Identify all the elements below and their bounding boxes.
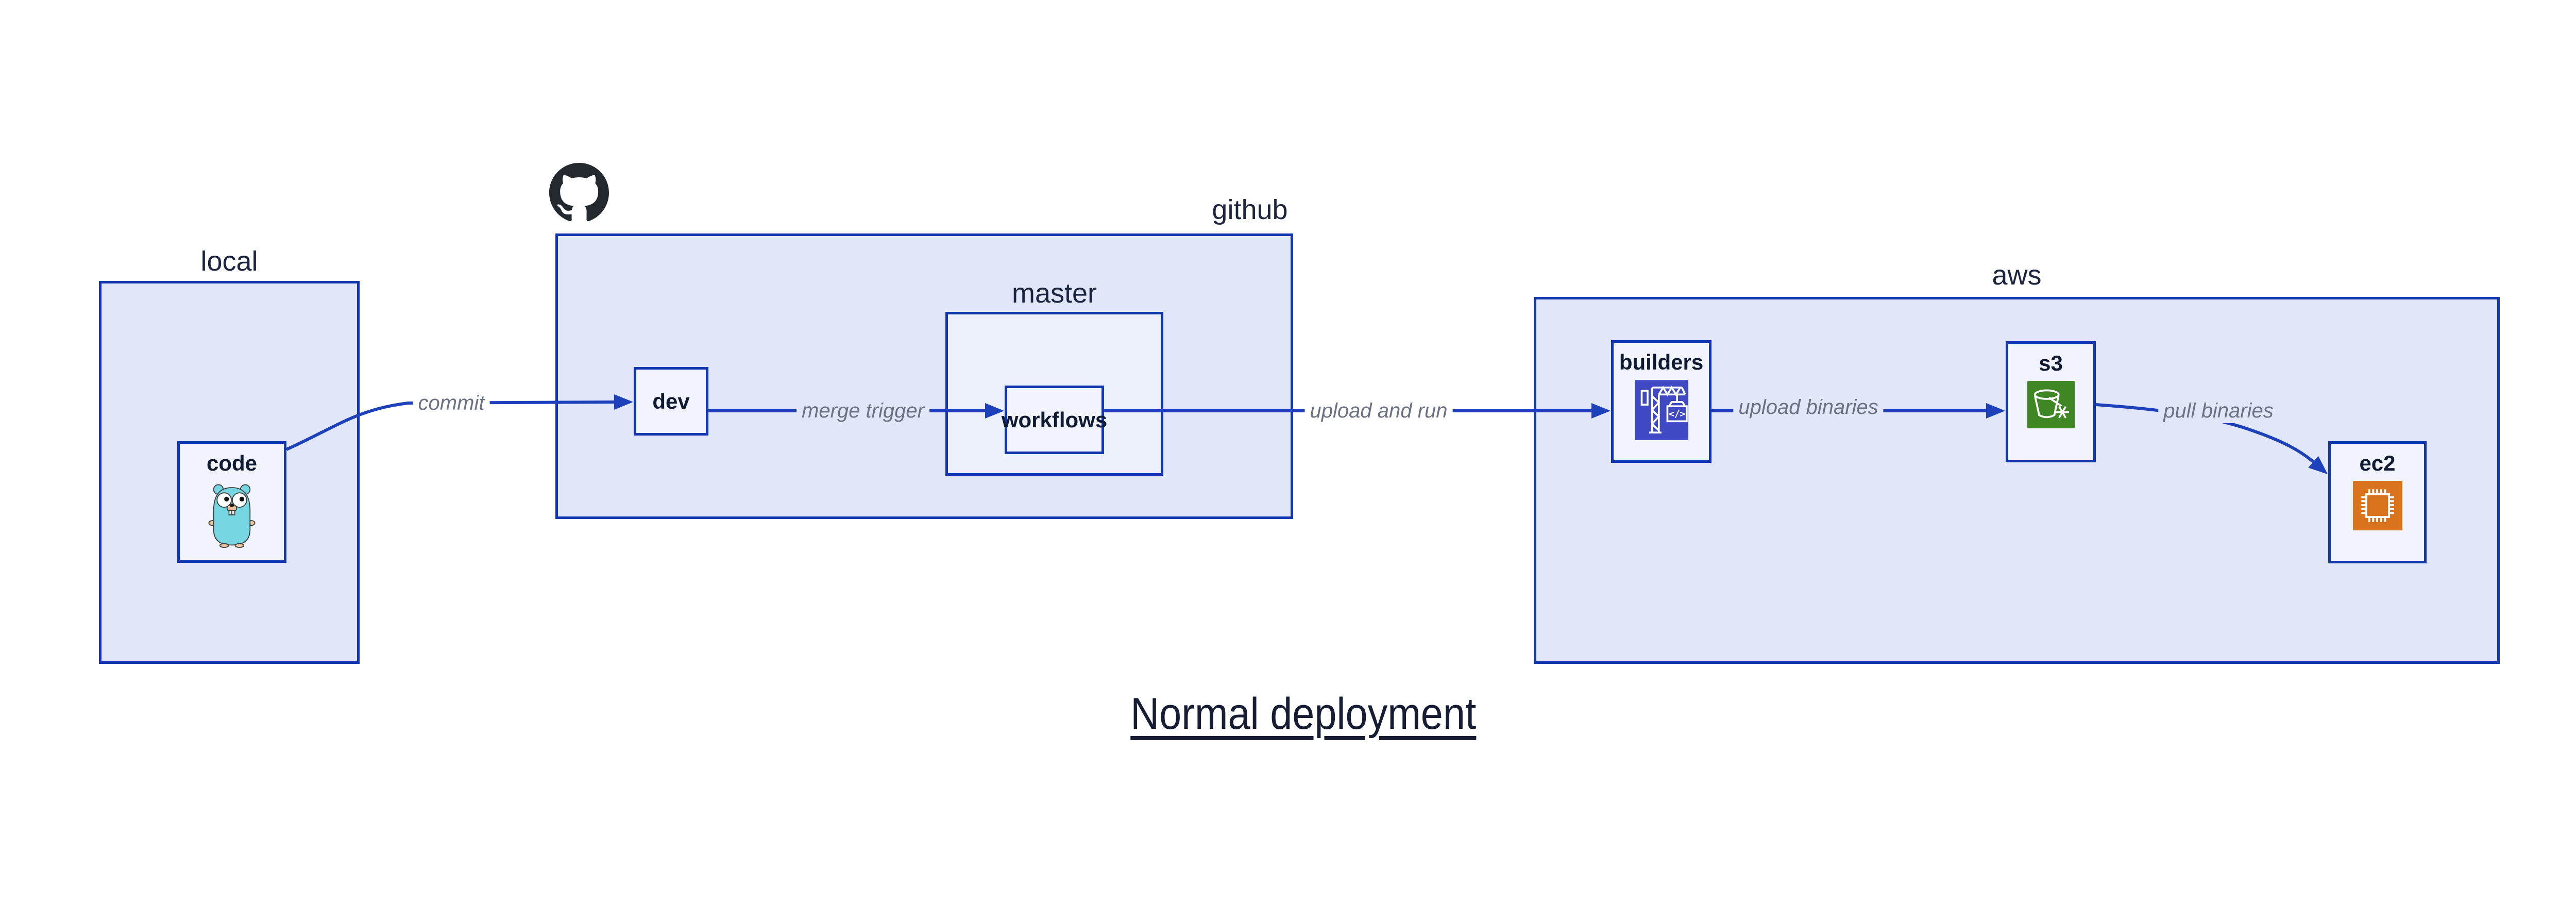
node-dev: dev [634, 367, 708, 436]
edge-commit-path [285, 394, 633, 451]
node-builders-label: builders [1619, 350, 1704, 374]
edge-label-merge-trigger: merge trigger [796, 398, 929, 423]
go-gopher-icon [208, 484, 256, 548]
group-aws-label: aws [1992, 260, 2042, 291]
node-ec2-label: ec2 [2359, 451, 2396, 475]
node-code: code [177, 441, 286, 563]
aws-ec2-icon [2352, 481, 2402, 530]
node-ec2: ec2 [2328, 441, 2427, 563]
node-dev-label: dev [652, 389, 690, 413]
group-github-label: github [1212, 194, 1288, 225]
node-builders: builders </> [1611, 340, 1711, 463]
group-local-label: local [200, 246, 258, 277]
diagram-title: Normal deployment [1130, 689, 1477, 739]
node-workflows: workflows [1001, 386, 1108, 454]
node-workflows-label: workflows [1001, 407, 1108, 432]
edge-label-upload-and-run: upload and run [1304, 398, 1453, 423]
github-octocat-icon [549, 163, 609, 222]
aws-codebuild-icon: </> [1634, 380, 1688, 440]
edge-label-upload-binaries: upload binaries [1733, 395, 1884, 420]
node-s3-label: s3 [2039, 351, 2063, 375]
edge-label-commit: commit [413, 391, 490, 415]
aws-s3-glacier-icon [2027, 381, 2075, 428]
node-code-label: code [206, 451, 258, 475]
svg-text:</>: </> [1669, 409, 1685, 420]
edge-label-pull-binaries: pull binaries [2158, 398, 2279, 423]
node-s3: s3 [2006, 341, 2096, 462]
diagram-title-wrap: Normal deployment [788, 690, 1819, 739]
group-master-label: master [1011, 278, 1097, 309]
edge-pull-binaries-path [2095, 403, 2328, 475]
